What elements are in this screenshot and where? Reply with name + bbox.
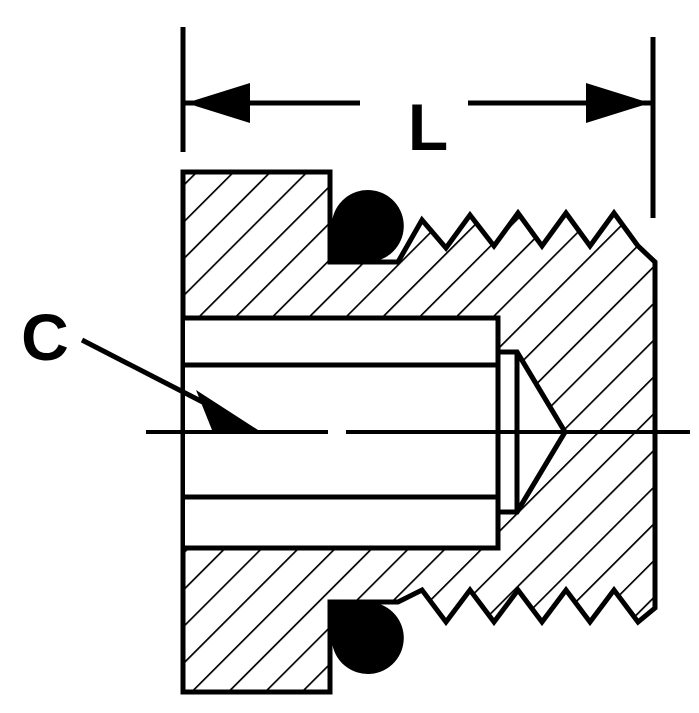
left-arrowhead: [186, 83, 250, 123]
right-arrowhead: [586, 83, 650, 123]
bore-leader-arrowhead: [196, 390, 258, 430]
upper-o-ring: [332, 190, 404, 262]
length-label: L: [408, 90, 448, 164]
bore-label: C: [21, 300, 69, 374]
bore-callout: C: [21, 300, 258, 430]
length-dimension: L: [180, 27, 656, 218]
o-ring-seals: [332, 190, 404, 674]
lower-o-ring: [332, 602, 404, 674]
